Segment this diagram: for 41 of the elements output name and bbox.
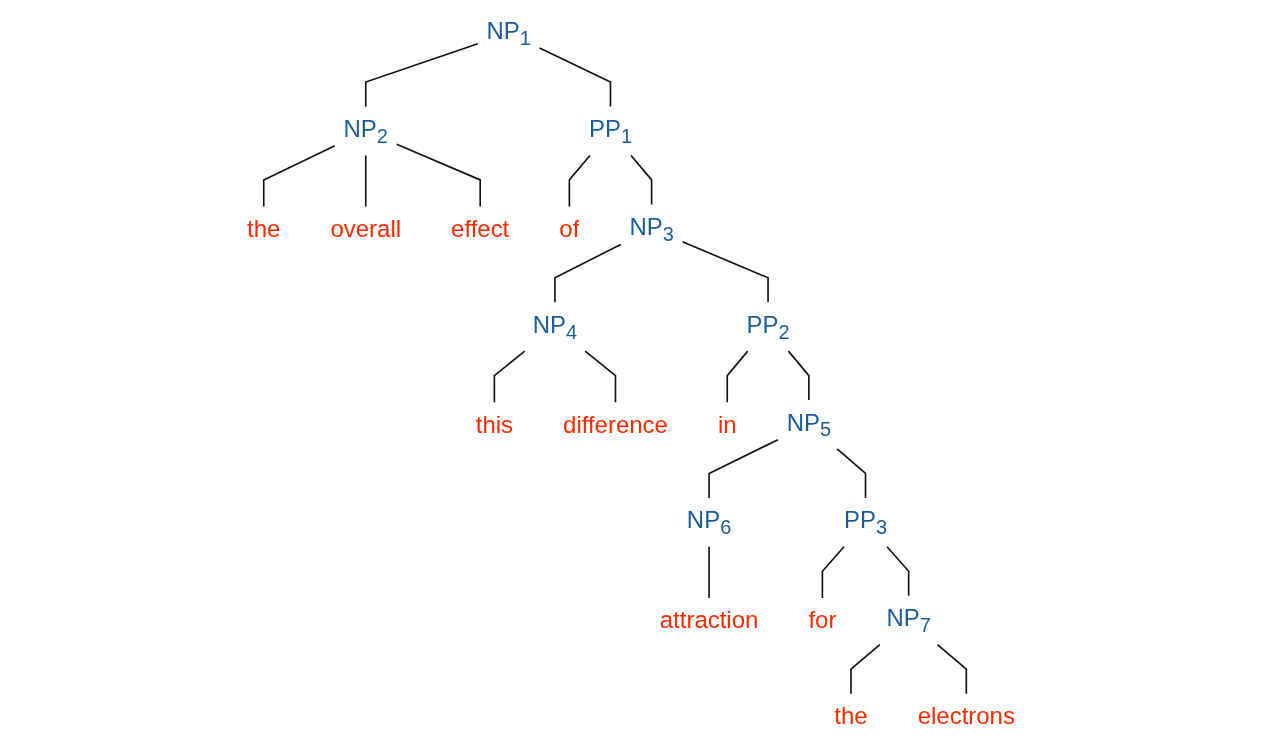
node-text: PP$_{1}$ [588, 115, 633, 148]
connector [726, 350, 749, 404]
connector [708, 438, 779, 499]
connector [554, 243, 622, 304]
node-text: NP$_{4}$ [532, 310, 578, 343]
connector [364, 42, 479, 108]
node-text: effect [451, 215, 510, 243]
node-text: this [475, 410, 514, 439]
connector [850, 643, 881, 695]
connector [584, 350, 617, 404]
connector [681, 241, 769, 304]
node-text: overall [330, 215, 402, 243]
node-text: NP$_{6}$ [686, 506, 732, 539]
node-text: in [717, 410, 737, 439]
connector [568, 154, 591, 208]
connector [630, 154, 653, 206]
node-text: for [808, 606, 837, 634]
connector [395, 143, 481, 208]
node-text: attraction [659, 606, 759, 634]
connector [262, 145, 336, 208]
connector [836, 448, 867, 499]
connector [787, 350, 810, 401]
node-text: the [247, 215, 281, 243]
node-text: electrons [917, 702, 1015, 730]
node-text: NP$_{3}$ [629, 213, 674, 246]
node-text: PP$_{2}$ [746, 310, 790, 343]
connector [886, 546, 910, 597]
connector [364, 154, 367, 208]
node-text: of [559, 215, 580, 243]
connector [708, 546, 710, 599]
node-text: the [834, 702, 868, 730]
node-text: difference [563, 410, 668, 439]
node-text: NP$_{7}$ [886, 604, 931, 637]
node-text: NP$_{5}$ [786, 408, 832, 441]
connector [538, 47, 612, 108]
node-text: PP$_{3}$ [843, 506, 888, 539]
connector [821, 546, 845, 599]
connector [936, 643, 968, 695]
connector [493, 350, 526, 404]
node-text: NP$_{2}$ [343, 115, 388, 148]
node-text: NP$_{1}$ [486, 17, 531, 50]
